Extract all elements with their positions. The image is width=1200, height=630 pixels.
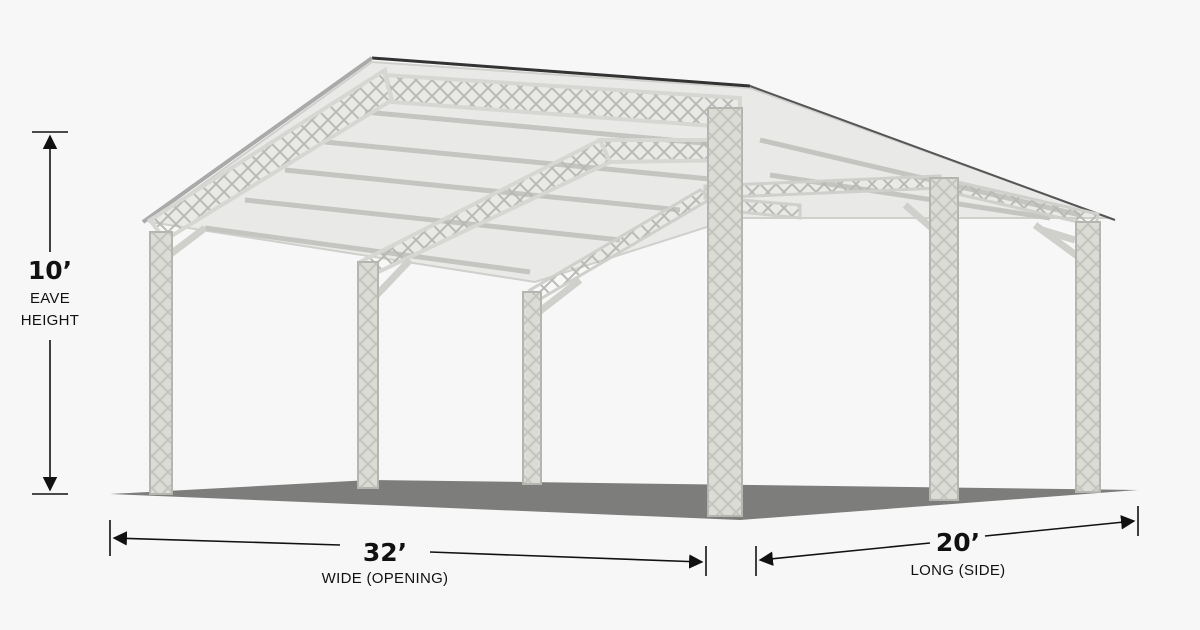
roof-left-edge	[141, 56, 374, 224]
width-arrow-left-icon	[112, 531, 341, 546]
height-value: 10’	[27, 256, 73, 285]
length-value: 20’	[935, 528, 981, 557]
length-dimension	[755, 506, 1139, 576]
height-label-line1: EAVE	[29, 290, 71, 307]
width-arrow-right-icon	[429, 551, 704, 569]
height-label-line2: HEIGHT	[20, 312, 80, 329]
roof-purlins	[204, 109, 1081, 275]
front-truss-left	[147, 66, 742, 278]
width-label: WIDE (OPENING)	[321, 570, 449, 587]
roof-right-edge	[749, 85, 1116, 221]
roof-ridge-edge	[371, 56, 751, 88]
post-lattice	[150, 108, 1100, 516]
length-label: LONG (SIDE)	[910, 562, 1006, 579]
length-arrow-right-icon	[984, 515, 1136, 537]
ground-slab	[110, 480, 1138, 520]
width-dimension	[109, 520, 707, 576]
length-arrow-left-icon	[758, 542, 931, 566]
width-value: 32’	[362, 538, 408, 567]
height-dimension	[32, 131, 68, 495]
